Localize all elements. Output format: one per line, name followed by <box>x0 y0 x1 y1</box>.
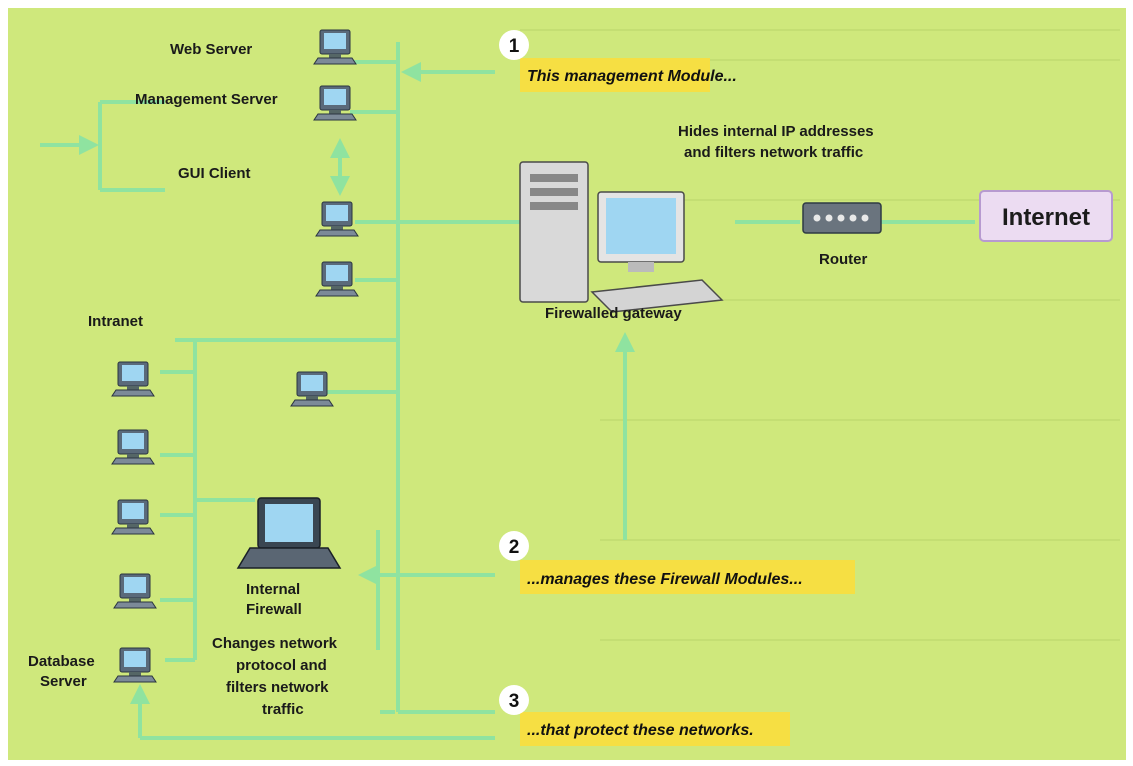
internal-firewall-laptop-icon <box>236 497 342 569</box>
firewalled-gateway-tower-pc-icon <box>519 161 724 313</box>
intranet-computer-icon-4 <box>113 573 157 609</box>
intranet-label: Intranet <box>88 313 143 330</box>
internet-label: Internet <box>1002 204 1090 231</box>
diagram-panel <box>8 8 1126 760</box>
router-icon <box>802 202 882 234</box>
computer-icon-5 <box>290 371 334 407</box>
database-server-label-1: Database <box>28 653 95 670</box>
step-2-callout <box>520 560 855 594</box>
connection-lines <box>40 42 975 740</box>
step-1-number: 1 <box>509 36 520 57</box>
internal-firewall-label-1: Internal <box>246 581 300 598</box>
step-2-number: 2 <box>509 537 520 558</box>
step-1-caption: This management Module... <box>527 68 737 85</box>
management-server-label: Management Server <box>135 91 278 108</box>
internal-firewall-desc-2: protocol and <box>236 657 327 674</box>
internal-firewall-desc-1: Changes network <box>212 635 338 652</box>
internal-firewall-desc-4: traffic <box>262 701 304 718</box>
internet-box <box>979 190 1113 242</box>
step-3-callout <box>520 712 790 746</box>
internal-firewall-label-2: Firewall <box>246 601 302 618</box>
gui-client-computer-icon <box>315 201 359 237</box>
database-server-label-2: Server <box>40 673 87 690</box>
step-1-callout <box>520 58 710 92</box>
computer-icon-4 <box>315 261 359 297</box>
router-label: Router <box>819 251 867 268</box>
gateway-label: Firewalled gateway <box>545 305 682 322</box>
gateway-desc-2: and filters network traffic <box>684 144 863 161</box>
step-1-badge <box>499 30 529 60</box>
step-3-badge <box>499 685 529 715</box>
intranet-computer-icon-2 <box>111 429 155 465</box>
step-2-badge <box>499 531 529 561</box>
gateway-desc-1: Hides internal IP addresses <box>678 123 874 140</box>
gui-client-label: GUI Client <box>178 165 251 182</box>
web-server-label: Web Server <box>170 41 252 58</box>
step-3-caption: ...that protect these networks. <box>527 722 754 739</box>
step-2-caption: ...manages these Firewall Modules... <box>527 571 803 588</box>
internal-firewall-desc-3: filters network <box>226 679 329 696</box>
intranet-computer-icon-1 <box>111 361 155 397</box>
database-server-computer-icon <box>113 647 157 683</box>
management-server-computer-icon <box>313 85 357 121</box>
intranet-computer-icon-3 <box>111 499 155 535</box>
step-3-number: 3 <box>509 691 520 712</box>
web-server-computer-icon <box>313 29 357 65</box>
